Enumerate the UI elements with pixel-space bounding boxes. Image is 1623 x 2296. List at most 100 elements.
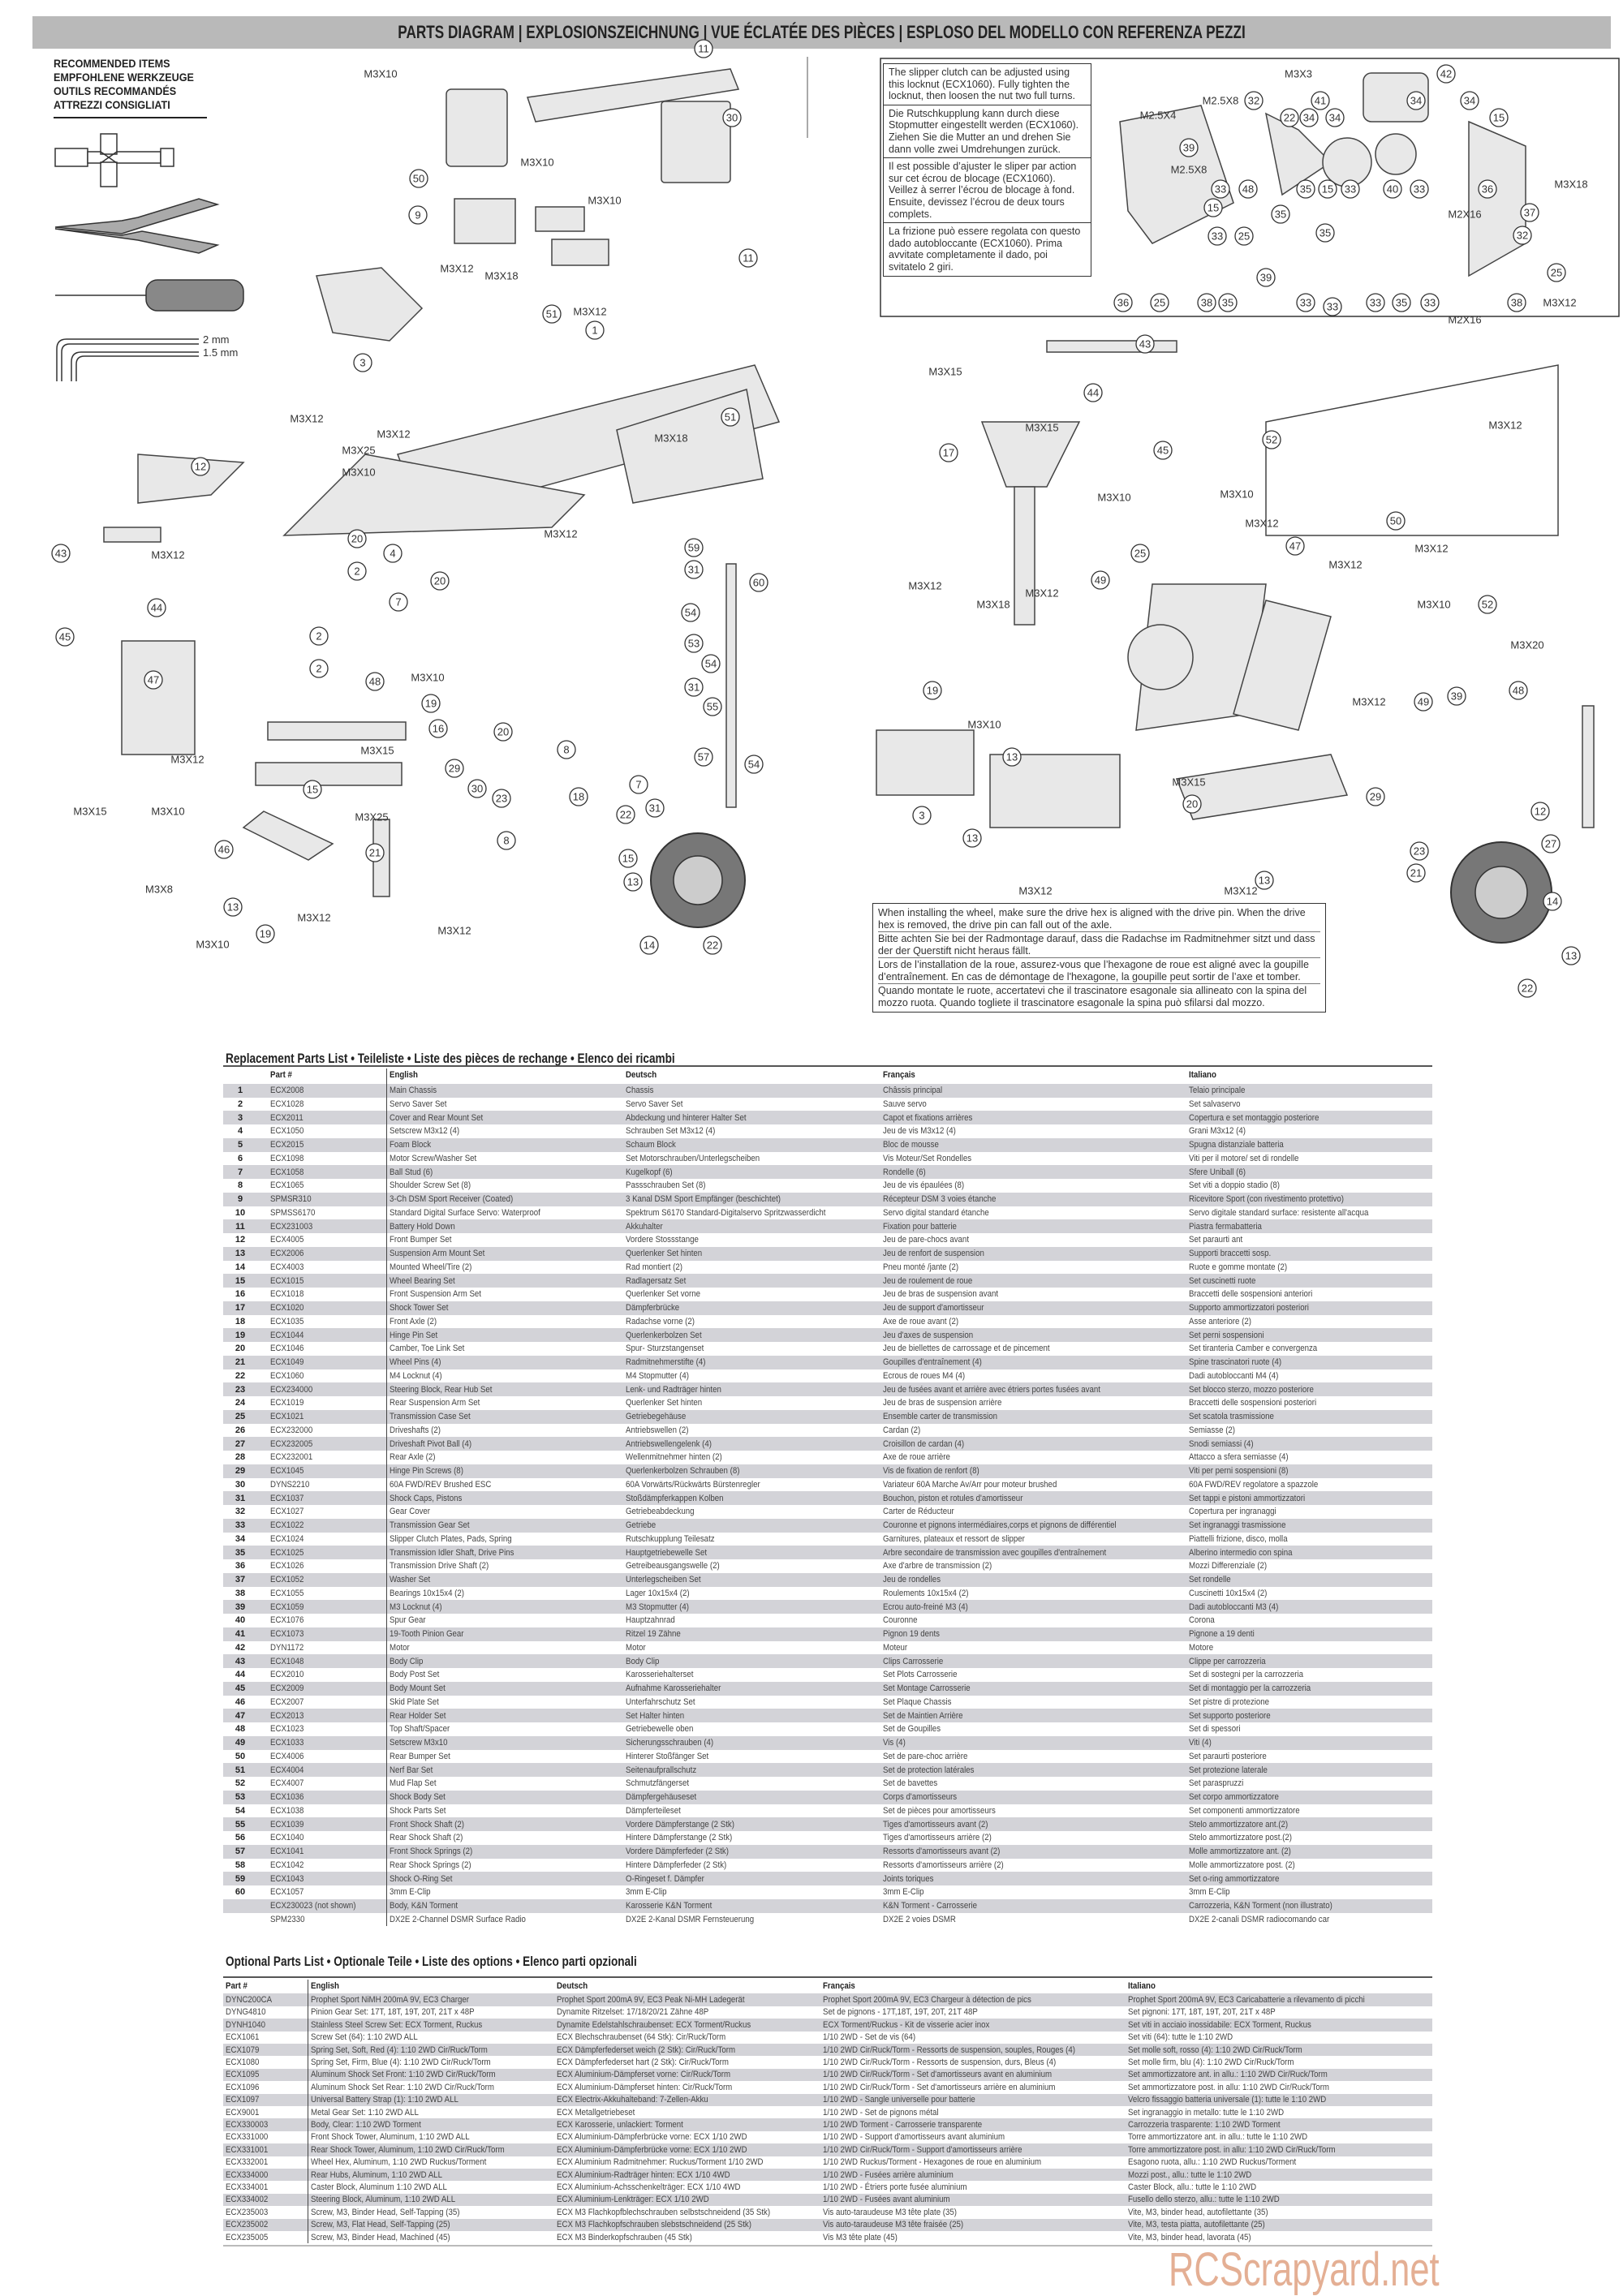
callout-text: 22 [1284,112,1295,124]
francais: 1/10 2WD - Support d'amortisseurs avant … [823,2132,1005,2143]
callout-circle [1208,226,1227,246]
callout-circle [684,538,704,557]
callout-text: 2 [354,565,359,578]
part-callout: 15 [303,780,322,799]
part-callout: 15 [1318,179,1337,199]
english: Slipper Clutch Plates, Pads, Spring [390,1533,512,1544]
item-number: 26 [235,1425,246,1435]
callout-text: M3X12 [1352,696,1385,708]
part-callout: 1 [585,320,605,340]
screw-size-label: M3X3 [1285,68,1312,80]
item-number: 25 [235,1412,246,1422]
english: Rear Hubs, Aluminum, 1:10 2WD ALL [311,2169,442,2180]
callout-circle [1182,794,1202,814]
screw-size-label: M2X16 [1448,314,1481,326]
francais: Vis de fixation de renfort (8) [883,1466,979,1477]
callout-circle [1234,226,1254,246]
english: Front Shock Springs (2) [390,1847,473,1857]
italiano: Viti per il motore/ set di rondelle [1189,1153,1299,1163]
item-number: 36 [235,1561,246,1572]
callout-text: 15 [622,853,634,865]
screw-size-label: M3X15 [1025,422,1058,434]
english: Shoulder Screw Set (8) [390,1180,471,1191]
part-callout: 13 [1561,946,1581,965]
part-callout: 54 [681,603,700,622]
italiano: Mozzi Differenziale (2) [1189,1561,1268,1572]
item-number: 41 [235,1629,246,1640]
rear-wheel-illustration [1450,841,1552,944]
recommended-title-it: ATTREZZI CONSIGLIATI [54,98,170,111]
deutsch: M4 Stopmutter (4) [626,1370,690,1381]
part-callout: 21 [365,843,385,862]
callout-circle [1256,268,1276,287]
part-number: ECX1096 [226,2082,260,2092]
screw-size-label: M2.5X8 [1203,95,1239,107]
deutsch: Lager 10x15x4 (2) [626,1588,690,1598]
english: Rear Suspension Arm Set [390,1398,480,1408]
part-callout: 2 [309,626,329,646]
callout-circle [744,755,764,774]
part-number: ECX334001 [226,2182,269,2193]
francais: Vis auto-taraudeuse M3 tête plate (35) [823,2207,958,2217]
english: Spur Gear [390,1615,426,1626]
callout-text: M3X3 [1285,68,1312,80]
italiano: Torre ammortizzatore post. in allu: 1:10… [1128,2144,1336,2155]
francais: Ecrou auto-freiné M3 (4) [883,1602,968,1612]
callout-text: 34 [1303,112,1315,124]
part-callout: 44 [147,598,166,617]
english: Driveshaft Pivot Ball (4) [390,1438,472,1449]
callout-circle [1296,293,1315,312]
francais: Axe d'arbre de transmission (2) [883,1561,992,1572]
part-callout: 47 [144,670,163,690]
italiano: Set rondelle [1189,1575,1231,1585]
part-callout: 60 [749,573,768,592]
screw-size-label: M3X18 [976,599,1010,611]
italiano: Set viti a doppio stadio (8) [1189,1180,1280,1191]
italiano: Set paraspruzzi [1189,1778,1244,1789]
screw-size-label: M3X12 [1543,297,1576,309]
exploded-diagram: M3X101130M3X10509M3X1011M3X12M3X18M3X125… [51,39,1620,998]
callout-text: 35 [1300,183,1311,196]
francais: Pignon 19 dents [883,1629,940,1640]
part-callout: 20 [430,571,450,591]
deutsch: Dämpferbrücke [626,1303,680,1314]
callout-text: 3 [919,810,924,822]
italiano: Set viti in acciaio inossidabile: ECX To… [1128,2019,1311,2030]
callout-circle [421,694,441,713]
item-number: 20 [235,1344,246,1354]
item-number: 18 [235,1316,246,1326]
callout-text: 8 [503,835,509,847]
italiano: Grani M3x12 (4) [1189,1126,1246,1137]
item-number: 22 [235,1370,246,1381]
italiano: Set tiranteria Camber e convergenza [1189,1344,1318,1354]
deutsch: Karosserie K&N Torment [626,1901,712,1911]
callout-text: 32 [1517,230,1528,242]
column-header: Deutsch [557,1980,588,1991]
callout-text: M3X10 [151,806,184,818]
part-number: ECX9001 [226,2107,260,2118]
part-callout: 48 [365,672,385,691]
callout-circle [51,544,71,563]
part-callout: 40 [1383,179,1402,199]
table-bottom-rule [223,2245,1432,2247]
callout-text: 33 [1300,297,1311,309]
item-number: 58 [235,1860,246,1870]
callout-text: 4 [390,548,395,560]
callout-text: 52 [1266,434,1277,446]
english: Transmission Gear Set [390,1520,470,1531]
english: Washer Set [390,1575,431,1585]
screw-size-label: M3X20 [1510,639,1543,651]
part-callout: 39 [1447,686,1466,706]
italiano: Ricevitore Sport (con rivestimento prote… [1189,1194,1344,1205]
item-number: 49 [235,1738,246,1748]
francais: Joints toriques [883,1873,934,1884]
callout-circle [347,529,367,548]
item-number: 55 [235,1819,246,1829]
